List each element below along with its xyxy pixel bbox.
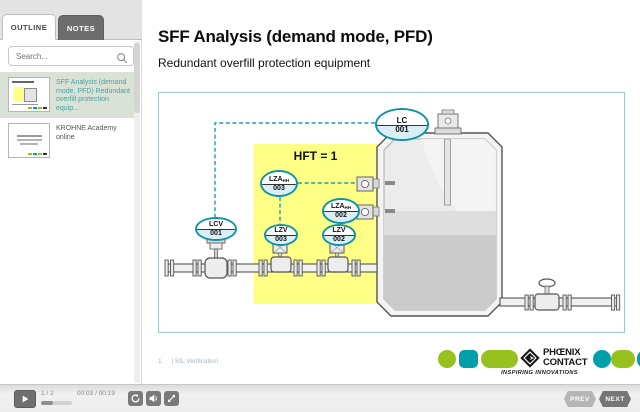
play-button[interactable] xyxy=(14,390,36,408)
replay-icon xyxy=(131,393,140,403)
thumbnail-graphic xyxy=(14,87,25,102)
thumbnail-graphic xyxy=(12,81,34,83)
level-switch-sensor xyxy=(356,176,395,192)
storage-tank xyxy=(376,132,503,317)
player-bar: 1 / 2 00:03 / 00:19 PREV NEXT xyxy=(0,384,640,412)
instrument-tag-lzv-002: LZV 002 xyxy=(322,224,356,246)
tab-notes-label: NOTES xyxy=(66,23,96,33)
sidebar-tab-bar: OUTLINE NOTES xyxy=(0,0,142,40)
page-indicator: 1 / 2 xyxy=(41,390,54,397)
time-display: 00:03 / 00:19 xyxy=(77,390,115,397)
progress-bar[interactable] xyxy=(41,401,72,405)
prev-button[interactable]: PREV xyxy=(564,391,596,407)
level-switch-sensor xyxy=(356,204,395,220)
tab-outline-label: OUTLINE xyxy=(10,22,48,32)
instrument-tag-lc-001: LC 001 xyxy=(375,108,429,141)
tab-notes[interactable]: NOTES xyxy=(58,15,104,40)
slide-thumbnail xyxy=(8,77,50,112)
hft-label: HFT = 1 xyxy=(293,149,338,163)
instrument-tag-lcv-001: LCV 001 xyxy=(195,217,237,241)
outline-item-title: SFF Analysis (demand mode, PFD) Redundan… xyxy=(56,79,130,112)
slide-thumbnail xyxy=(8,123,50,158)
thumbnail-graphic xyxy=(17,139,42,141)
thumbnail-graphic xyxy=(24,88,37,102)
progress-fill xyxy=(41,401,54,405)
brand-tagline: INSPIRING INNOVATIONS xyxy=(501,370,578,376)
outline-list: SFF Analysis (demand mode, PFD) Redundan… xyxy=(0,72,134,163)
hand-valve xyxy=(534,278,560,311)
brand-shape xyxy=(459,350,478,368)
fullscreen-icon xyxy=(168,395,175,402)
phoenix-contact-logo: PHŒNIX CONTACT xyxy=(543,347,588,368)
thumbnail-graphic xyxy=(20,143,38,145)
brand-shape xyxy=(593,350,611,368)
outline-item-title: KROHNE Academy online xyxy=(56,125,117,141)
diagram-graphics xyxy=(164,109,621,317)
outlet-pipe xyxy=(499,278,621,311)
brand-shape xyxy=(637,350,640,368)
play-icon xyxy=(22,395,29,403)
footer-section-title: | SIL Verification xyxy=(171,358,219,365)
slide-stage: SFF Analysis (demand mode, PFD) Redundan… xyxy=(143,0,640,384)
brand-shape xyxy=(611,350,635,368)
next-button[interactable]: NEXT xyxy=(599,391,631,407)
sidebar-scrollbar[interactable] xyxy=(134,41,140,383)
control-valve-lcv001 xyxy=(204,235,228,279)
search-box xyxy=(8,46,134,66)
slide-footer: 1 | SIL Verification xyxy=(158,358,218,365)
search-icon xyxy=(116,51,128,64)
instrument-tag-lzv-003: LZV 003 xyxy=(264,224,298,246)
thumbnail-graphic xyxy=(12,104,38,105)
thumbnail-graphic xyxy=(28,106,47,109)
replay-button[interactable] xyxy=(128,391,143,406)
tab-outline[interactable]: OUTLINE xyxy=(2,14,56,40)
brand-shape xyxy=(438,350,456,368)
fullscreen-button[interactable] xyxy=(164,391,179,406)
sidebar: OUTLINE NOTES xyxy=(0,0,142,384)
outline-item-current-slide[interactable]: SFF Analysis (demand mode, PFD) Redundan… xyxy=(0,72,134,118)
brand-shape xyxy=(481,350,518,368)
volume-button[interactable] xyxy=(146,391,161,406)
signal-lines xyxy=(214,122,375,224)
footer-page-number: 1 xyxy=(158,358,162,365)
phoenix-contact-logo-icon xyxy=(520,348,540,368)
level-transmitter-device xyxy=(434,109,462,206)
outline-item-krohne-academy[interactable]: KROHNE Academy online xyxy=(0,118,134,163)
hft-zone xyxy=(254,144,377,304)
thumbnail-graphic xyxy=(28,152,47,155)
page-title: SFF Analysis (demand mode, PFD) xyxy=(158,27,433,46)
scrollbar-thumb[interactable] xyxy=(134,43,140,113)
thumbnail-graphic xyxy=(17,135,42,137)
search-input[interactable] xyxy=(16,48,116,64)
volume-icon xyxy=(149,394,157,403)
page-subtitle: Redundant overfill protection equipment xyxy=(158,56,371,70)
